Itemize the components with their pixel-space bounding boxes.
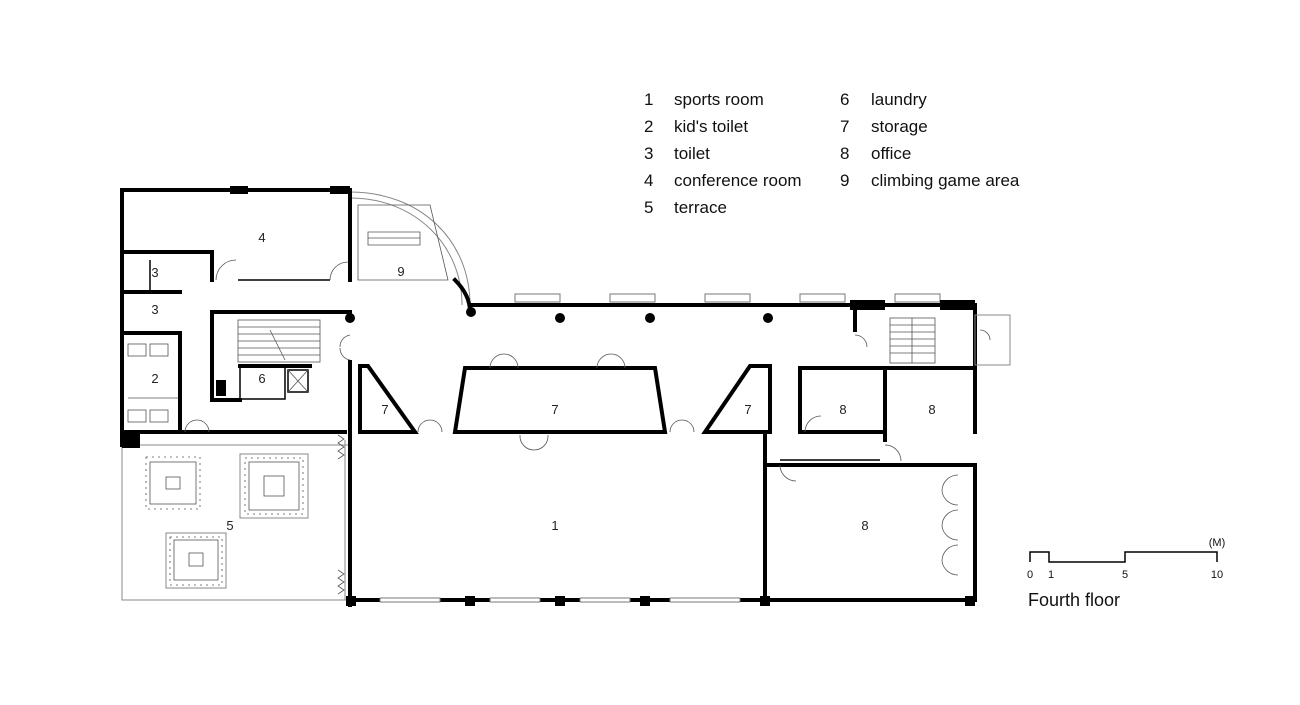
- legend-item-3: 3 toilet: [644, 144, 710, 163]
- legend-name: conference room: [674, 171, 802, 190]
- room-label: 7: [381, 402, 388, 417]
- plan-caption: Fourth floor: [1028, 590, 1120, 610]
- terrace-area: [121, 434, 351, 601]
- legend-num: 1: [644, 90, 653, 109]
- legend-item-4: 4 conference room: [644, 171, 802, 190]
- offices: [763, 366, 977, 602]
- scale-bar: (M) 0 1 5 10: [1027, 537, 1225, 581]
- room-label: 8: [928, 402, 935, 417]
- legend-num: 8: [840, 144, 849, 163]
- toilets: [120, 260, 182, 448]
- scale-tick: 10: [1211, 569, 1223, 581]
- sports-room: [346, 430, 977, 607]
- stair-core: [210, 310, 352, 402]
- legend-name: climbing game area: [871, 171, 1020, 190]
- north-corridor: [345, 293, 977, 323]
- room-label: 7: [551, 402, 558, 417]
- scale-tick: 5: [1122, 569, 1128, 581]
- storage-rooms: [339, 334, 772, 451]
- legend-num: 5: [644, 198, 653, 217]
- legend-num: 6: [840, 90, 849, 109]
- room-label: 4: [258, 230, 265, 245]
- legend-item-9: 9 climbing game area: [840, 171, 1020, 190]
- legend-item-5: 5 terrace: [644, 198, 727, 217]
- room-label: 7: [744, 402, 751, 417]
- legend-num: 3: [644, 144, 653, 163]
- legend-name: terrace: [674, 198, 727, 217]
- legend-name: laundry: [871, 90, 927, 109]
- scale-unit: (M): [1209, 537, 1226, 549]
- legend-item-7: 7 storage: [840, 117, 928, 136]
- room-label: 8: [839, 402, 846, 417]
- room-label: 3: [151, 302, 158, 317]
- legend-num: 2: [644, 117, 653, 136]
- legend-name: sports room: [674, 90, 764, 109]
- legend: 1 sports room 2 kid's toilet 3 toilet 4 …: [644, 90, 1020, 217]
- scale-tick: 0: [1027, 569, 1033, 581]
- room-label: 2: [151, 371, 158, 386]
- planter: [239, 453, 309, 519]
- legend-item-8: 8 office: [840, 144, 911, 163]
- room-label: 3: [151, 265, 158, 280]
- legend-name: kid's toilet: [674, 117, 748, 136]
- legend-num: 7: [840, 117, 849, 136]
- room-label: 6: [258, 371, 265, 386]
- room-label: 9: [397, 264, 404, 279]
- west-lower-wall: [138, 360, 352, 434]
- climbing-game-area: [348, 188, 476, 317]
- room-label: 1: [551, 518, 558, 533]
- legend-name: toilet: [674, 144, 710, 163]
- legend-num: 4: [644, 171, 653, 190]
- room-labels: 4 9 3 3 2 6 7 7 7 8 8 8 5 1: [151, 230, 935, 533]
- room-label: 8: [861, 518, 868, 533]
- legend-item-6: 6 laundry: [840, 90, 927, 109]
- east-stair: [853, 303, 1011, 370]
- planter: [145, 456, 201, 510]
- legend-item-1: 1 sports room: [644, 90, 764, 109]
- scale-tick: 1: [1048, 569, 1054, 581]
- legend-name: storage: [871, 117, 928, 136]
- planter: [165, 532, 227, 589]
- legend-name: office: [871, 144, 911, 163]
- legend-item-2: 2 kid's toilet: [644, 117, 748, 136]
- room-label: 5: [226, 518, 233, 533]
- legend-num: 9: [840, 171, 849, 190]
